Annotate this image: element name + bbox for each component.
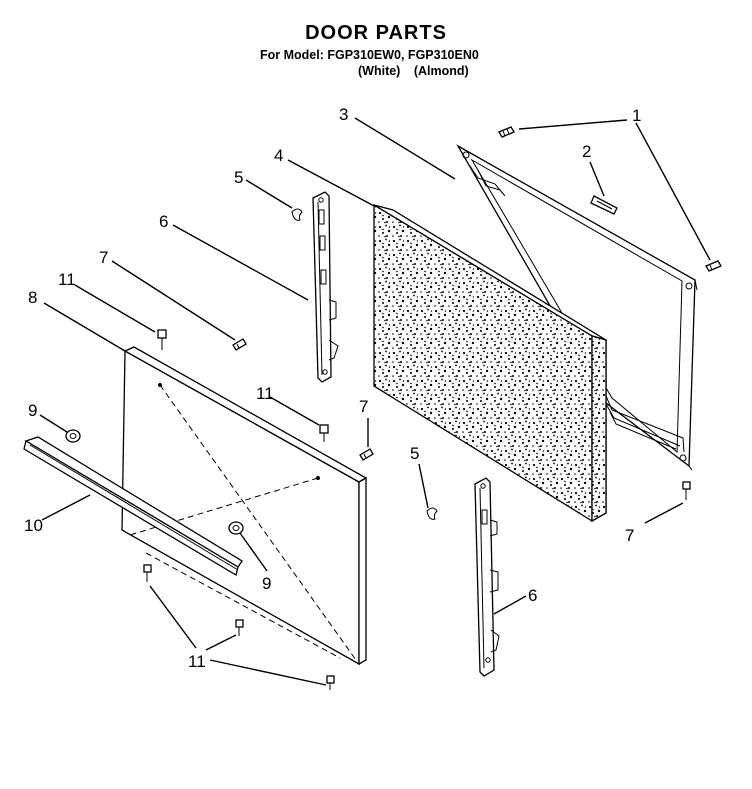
door-hinge-channel-right xyxy=(474,477,500,677)
hinge-clip-lower xyxy=(426,507,438,520)
callout-5-lower: 5 xyxy=(410,444,419,463)
leader-lines xyxy=(39,117,711,686)
handle-spacer-right xyxy=(228,521,244,535)
variant-almond: (Almond) xyxy=(413,64,469,78)
callout-9-right: 9 xyxy=(262,574,271,593)
screw-7-middle xyxy=(359,448,374,461)
door-handle-trim xyxy=(23,436,243,577)
callout-3: 3 xyxy=(339,105,348,124)
callout-11-middle: 11 xyxy=(256,384,274,403)
callout-6-lower: 6 xyxy=(528,586,537,605)
outer-door-panel xyxy=(121,346,368,666)
callout-10: 10 xyxy=(24,516,43,535)
screw-11-bottom-a xyxy=(143,564,152,582)
callout-7-middle: 7 xyxy=(359,397,368,416)
screw-11-bottom-c xyxy=(326,675,335,690)
callout-6-upper: 6 xyxy=(159,212,168,231)
callout-7-lower: 7 xyxy=(625,526,634,545)
model-numbers: For Model: FGP310EW0, FGP310EN0 xyxy=(260,48,479,62)
screw-7-lower xyxy=(682,481,691,500)
callout-8: 8 xyxy=(28,288,37,307)
model-label-plate xyxy=(590,195,618,215)
screw-7-upper xyxy=(232,338,247,351)
screw-11-bottom-b xyxy=(235,619,244,636)
diagram-title: DOOR PARTS xyxy=(305,22,447,44)
screw-1-top xyxy=(498,126,515,138)
color-variants: (White) (Almond) xyxy=(358,64,479,78)
callout-9-left: 9 xyxy=(28,401,37,420)
callout-5-upper: 5 xyxy=(234,168,243,187)
screw-11-upper xyxy=(157,329,167,350)
door-insulation xyxy=(373,203,607,523)
callout-11-lower: 11 xyxy=(188,652,206,671)
callout-1: 1 xyxy=(632,106,641,125)
handle-spacer-left xyxy=(65,429,81,443)
door-hinge-channel-left xyxy=(312,191,339,383)
callout-11-upper: 11 xyxy=(58,270,76,289)
hinge-clip-upper xyxy=(291,208,303,221)
screw-1-right xyxy=(705,260,722,272)
variant-white: (White) xyxy=(358,64,401,78)
screw-11-middle xyxy=(319,424,329,442)
callout-2: 2 xyxy=(582,142,591,161)
callout-7-upper: 7 xyxy=(99,248,108,267)
callout-4: 4 xyxy=(274,146,283,165)
